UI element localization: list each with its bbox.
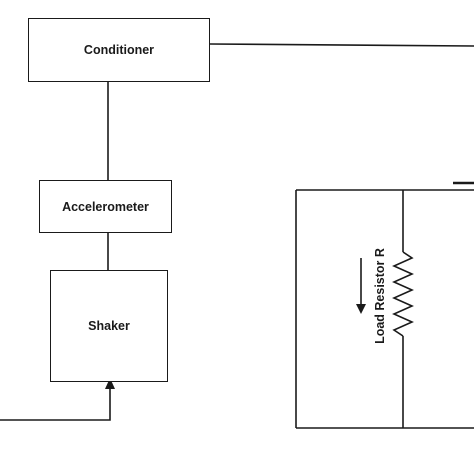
shaker-input-arrowhead <box>105 378 115 389</box>
accelerometer-block: Accelerometer <box>39 180 172 233</box>
load-resistor-label: Load Resistor R <box>373 248 387 344</box>
shaker-input-wire <box>0 384 111 421</box>
accelerometer-label: Accelerometer <box>62 199 149 214</box>
conditioner-output-wire <box>209 43 474 47</box>
current-arrowhead <box>356 304 366 314</box>
load-resistor-zigzag <box>392 251 414 337</box>
conditioner-block: Conditioner <box>28 18 210 82</box>
shaker-block: Shaker <box>50 270 168 382</box>
conditioner-label: Conditioner <box>83 43 155 57</box>
shaker-label: Shaker <box>88 319 130 333</box>
